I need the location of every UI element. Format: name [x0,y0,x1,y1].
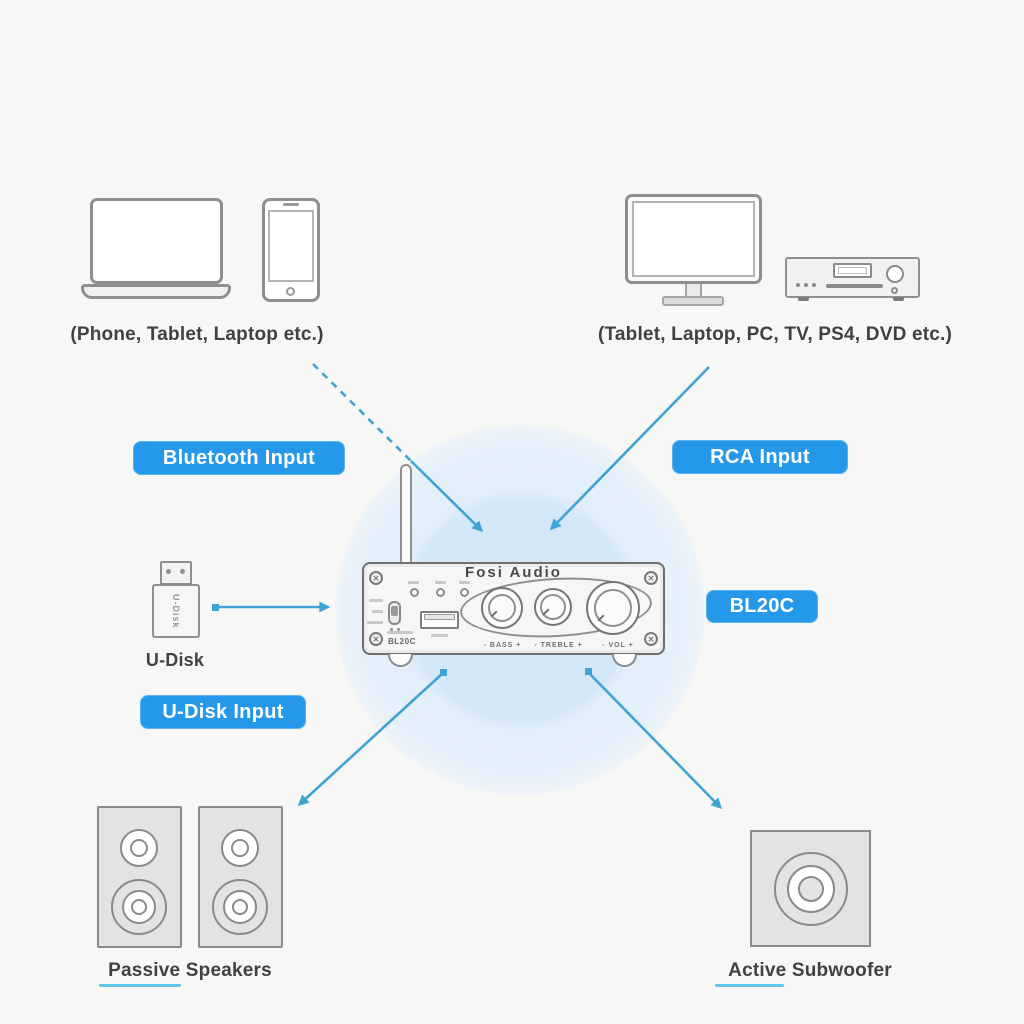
udisk-connector-hole [180,569,185,574]
phone-home-button [286,287,295,296]
dvd-disc-slot [826,284,883,288]
rca-sources-caption: (Tablet, Laptop, PC, TV, PS4, DVD etc.) [597,324,953,345]
panel-dot [397,628,400,631]
led-indicator [460,588,469,597]
active-underline [715,984,784,987]
udisk-body-label: U-Disk [171,593,181,629]
laptop-screen [90,198,223,284]
screw-icon: ✕ [369,632,383,646]
volume-knob-label: - VOL + [602,642,634,649]
screw-icon: ✕ [644,571,658,585]
dvd-display-inner [838,267,867,274]
udisk-input-badge: U-Disk Input [140,695,306,729]
switch-label-marking [369,599,383,602]
monitor-base [662,296,724,306]
dvd-button [812,283,816,287]
treble-knob [534,588,572,626]
woofer [212,879,268,935]
dvd-knob [886,265,904,283]
bass-knob-label: - BASS + [483,642,522,649]
phone-screen [268,210,314,282]
rca-input-badge: RCA Input [672,440,848,474]
screw-icon: ✕ [644,632,658,646]
laptop-base [81,284,231,299]
switch-label-marking [372,610,383,613]
tweeter [221,829,259,867]
led-label-marking [459,581,470,584]
volume-knob [586,581,640,635]
udisk-body: U-Disk [152,584,200,638]
bluetooth-input-badge: Bluetooth Input [133,441,345,475]
panel-dot [390,628,393,631]
monitor-screen [632,201,755,277]
amplifier-brand: Fosi Audio [465,564,562,581]
passive-speakers-caption: Passive Speakers [108,960,272,981]
screw-icon: ✕ [369,571,383,585]
panel-text-marking [387,631,413,634]
dvd-button [804,283,808,287]
led-label-marking [435,581,446,584]
subwoofer-box [750,830,871,947]
led-label-marking [408,581,419,584]
woofer [111,879,167,935]
switch-label-marking [367,621,383,624]
usb-label-marking [431,634,448,637]
tweeter [120,829,158,867]
antenna [400,464,412,568]
udisk-connector-hole [166,569,171,574]
switch-knob [391,606,398,616]
led-indicator [410,588,419,597]
usb-port-tab [424,614,455,620]
udisk-arrow-dot [212,604,219,611]
dvd-button [796,283,800,287]
dvd-foot [893,297,904,301]
bass-knob [481,587,523,629]
udisk-caption: U-Disk [145,650,205,670]
panel-model-text: BL20C [388,637,416,646]
active-subwoofer-caption: Active Subwoofer [728,960,892,981]
dvd-small-button [891,287,898,294]
bluetooth-sources-caption: (Phone, Tablet, Laptop etc.) [70,324,324,345]
model-badge: BL20C [706,590,818,623]
led-indicator [436,588,445,597]
udisk-connector [160,561,192,585]
treble-knob-label: - TREBLE + [534,642,583,649]
dvd-foot [798,297,809,301]
phone-speaker [283,203,299,206]
passive-underline [99,984,181,987]
